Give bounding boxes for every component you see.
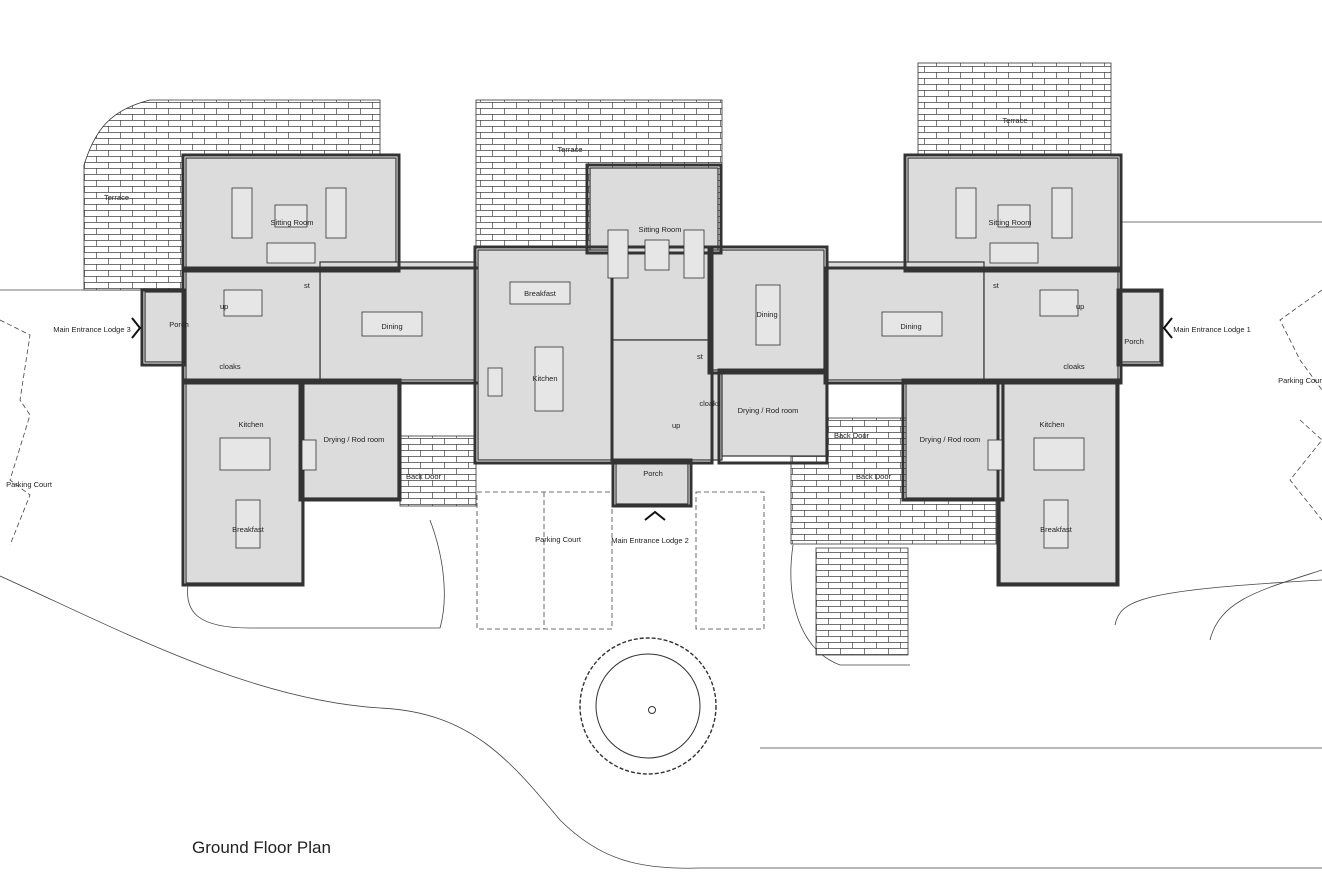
lodge2-entrance-label: Main Entrance Lodge 2: [611, 536, 689, 545]
lodge1-breakfast-label: Breakfast: [1040, 525, 1073, 534]
plan-title: Ground Floor Plan: [192, 838, 331, 857]
lodge3-sitting-room-label: Sitting Room: [271, 218, 314, 227]
roundabout: [579, 637, 717, 775]
lodge1-entrance-label: Main Entrance Lodge 1: [1173, 325, 1251, 334]
lodge1-sitting-room-label: Sitting Room: [989, 218, 1032, 227]
lodge-3: [140, 153, 481, 587]
lodge3-breakfast-label: Breakfast: [232, 525, 265, 534]
lodge3-store-label: st: [304, 281, 311, 290]
lodge1-up-label: up: [1076, 302, 1084, 311]
site-landscape-lines: [0, 221, 1322, 869]
lodge1-cloaks-label: cloaks: [1063, 362, 1085, 371]
lodge1-porch-label: Porch: [1124, 337, 1144, 346]
lodge2-cloaks-label: cloaks: [699, 399, 721, 408]
lodge2-sitting-room-label: Sitting Room: [639, 225, 682, 234]
lodge1-store-label: st: [993, 281, 1000, 290]
lodge-2: [473, 163, 829, 508]
lodge3-porch-label: Porch: [169, 320, 189, 329]
lodge1-drying-room-label: Drying / Rod room: [920, 435, 981, 444]
lodge3-dining-label: Dining: [381, 322, 402, 331]
entrance-arrows: [131, 317, 1173, 521]
lodge1-back-door-label: Back Door: [856, 472, 892, 481]
parking-bays: [476, 491, 765, 630]
lodge2-up-label: up: [672, 421, 680, 430]
lodge-1: [823, 153, 1164, 587]
lodge3-kitchen-label: Kitchen: [238, 420, 263, 429]
lodge2-store-label: st: [697, 352, 704, 361]
lodge2-kitchen-label: Kitchen: [532, 374, 557, 383]
lodge3-back-door-label: Back Door: [406, 472, 442, 481]
lodge2-breakfast-label: Breakfast: [524, 289, 557, 298]
lodge1-dining-label: Dining: [900, 322, 921, 331]
parking-court-label: Parking Court: [6, 480, 53, 489]
lodge2-dining-label: Dining: [756, 310, 777, 319]
lodge3-cloaks-label: cloaks: [219, 362, 241, 371]
lodge3-up-label: up: [220, 302, 228, 311]
lodge3-entrance-label: Main Entrance Lodge 3: [53, 325, 131, 334]
terrace-label: Terrace: [1002, 116, 1027, 125]
lodge2-porch-label: Porch: [643, 469, 663, 478]
parking-court-label: Parking Court: [1278, 376, 1322, 385]
lodge1-kitchen-label: Kitchen: [1039, 420, 1064, 429]
lodge2-drying-room-label: Drying / Rod room: [738, 406, 799, 415]
lodge3-drying-room-label: Drying / Rod room: [324, 435, 385, 444]
lodge2-back-door-label: Back Door: [834, 431, 870, 440]
terrace-label: Terrace: [104, 193, 129, 202]
parking-court-label: Parking Court: [535, 535, 582, 544]
terrace-label: Terrace: [557, 145, 582, 154]
